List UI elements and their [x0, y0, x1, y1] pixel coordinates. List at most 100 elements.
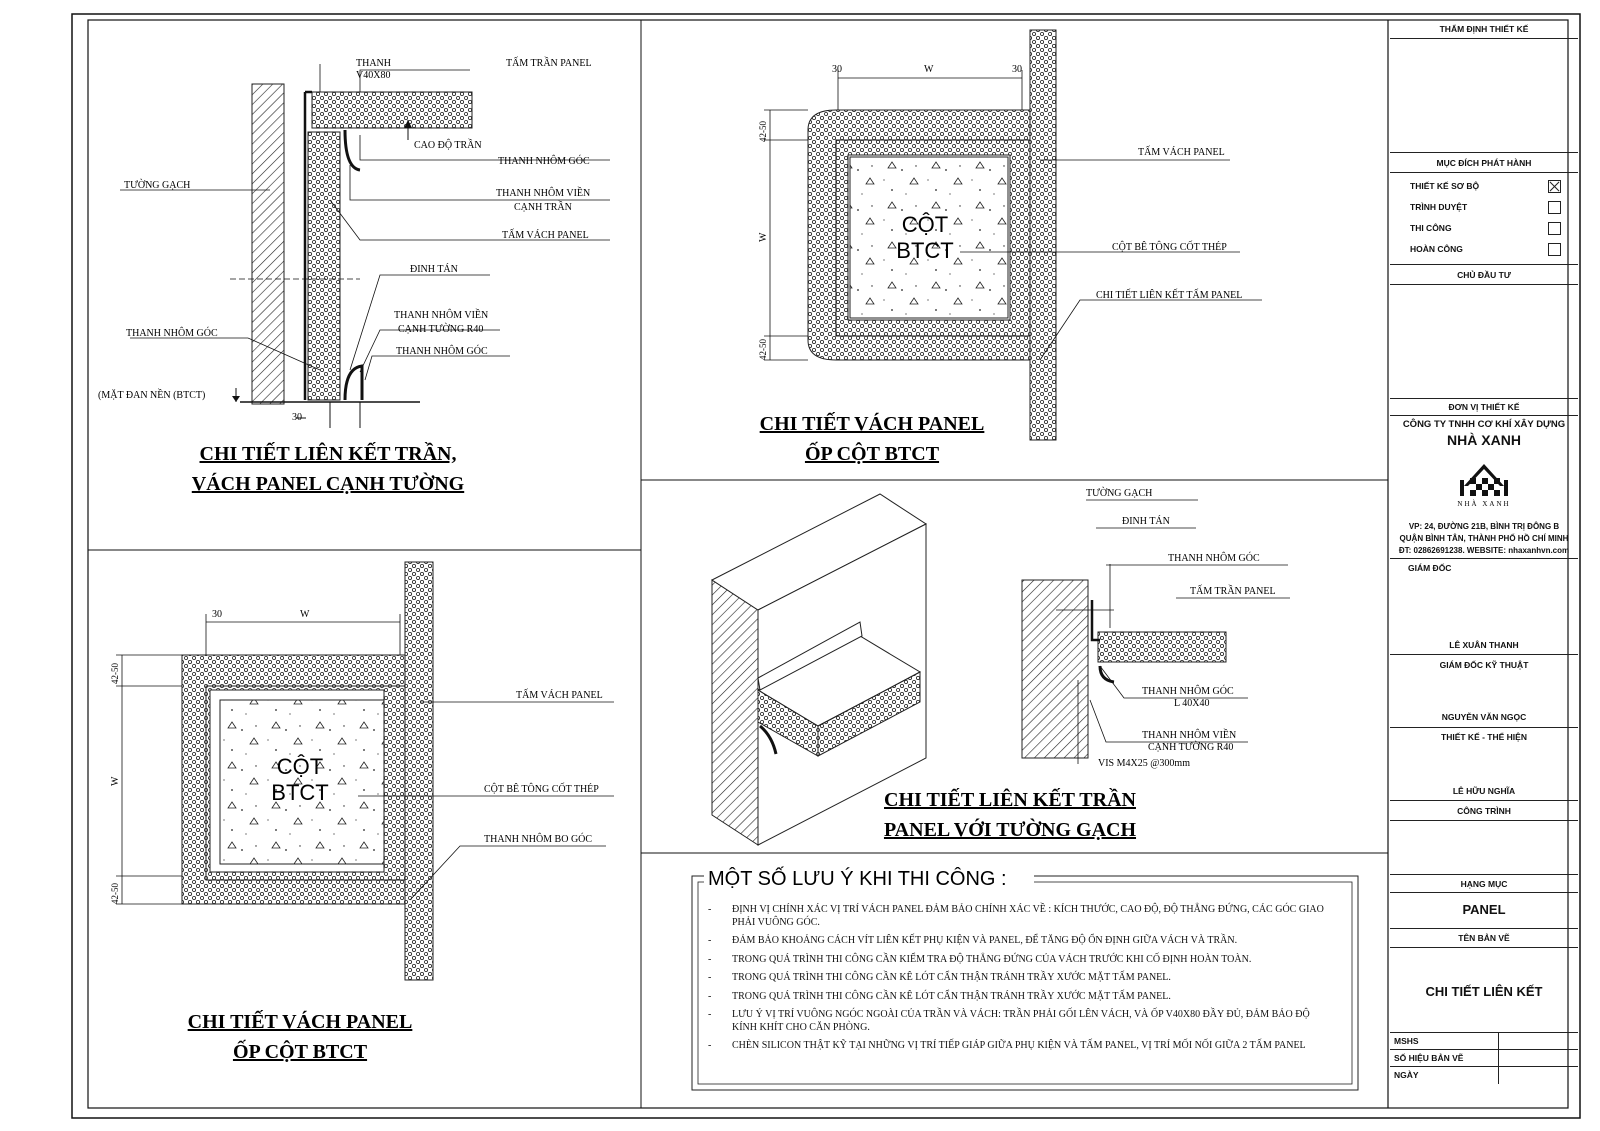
label-cot-3: CỘT — [277, 754, 323, 779]
section-ceiling-panel — [1097, 631, 1227, 663]
notes-heading: MỘT SỐ LƯU Ý KHI THI CÔNG : — [708, 866, 1007, 890]
label-thanh-nhom-vien-4: THANH NHÔM VIỀN — [1142, 728, 1236, 741]
dim-42-50-bottom-3: 42-50 — [110, 883, 120, 904]
dim-w-3: W — [300, 609, 310, 620]
tb-address-1: VP: 24, ĐƯỜNG 21B, BÌNH TRỊ ĐÔNG B — [1408, 522, 1560, 531]
detail-2-title-line2: ỐP CỘT BTCT — [805, 441, 940, 465]
tb-company-line2: NHÀ XANH — [1447, 432, 1521, 448]
detail-3-title-line2: ỐP CỘT BTCT — [233, 1039, 368, 1063]
column-wall-3 — [404, 561, 434, 981]
label-l40x40: L 40X40 — [1174, 698, 1209, 709]
label-tam-vach-panel-2: TẤM VÁCH PANEL — [1138, 145, 1225, 158]
tb-gd-ky-thuat: GIÁM ĐỐC KỸ THUẬT — [1439, 660, 1529, 670]
label-tam-tran-panel-4: TẤM TRẦN PANEL — [1190, 584, 1276, 597]
concrete-column-3 — [219, 699, 385, 865]
tb-cong-trinh: CÔNG TRÌNH — [1457, 806, 1511, 816]
tb-ten-ban-ve-value: CHI TIẾT LIÊN KẾT — [1425, 984, 1543, 999]
label-mat-dan-nen: (MẶT ĐAN NỀN (BTCT) — [98, 388, 205, 401]
label-vis: VIS M4X25 @300mm — [1098, 758, 1190, 769]
label-v40x80: V40X80 — [356, 70, 390, 81]
tb-hang-muc-value: PANEL — [1462, 902, 1506, 917]
tb-mshs: MSHS — [1394, 1036, 1419, 1046]
detail-1-title-line2: VÁCH PANEL CẠNH TƯỜNG — [192, 471, 465, 495]
note-item: ĐỊNH VỊ CHÍNH XÁC VỊ TRÍ VÁCH PANEL ĐẢM … — [694, 904, 1324, 929]
label-cot-be-tong-3: CỘT BÊ TÔNG CỐT THÉP — [484, 782, 599, 795]
dim-42-50-top-2: 42-50 — [758, 121, 768, 142]
detail-4-section-drawing — [1021, 499, 1290, 764]
label-tuong-gach-4: TƯỜNG GẠCH — [1086, 487, 1152, 499]
option-label: THI CÔNG — [1410, 223, 1452, 233]
column-wall-2 — [1029, 29, 1057, 441]
label-thanh-nhom-goc-left: THANH NHÔM GÓC — [126, 327, 218, 339]
detail-3-drawing — [116, 561, 614, 981]
brick-wall — [251, 83, 285, 405]
tb-hang-muc: HẠNG MỤC — [1460, 879, 1508, 889]
option-checkbox-trinh-duyet[interactable] — [1548, 201, 1561, 214]
option-label: THIẾT KẾ SƠ BỘ — [1410, 181, 1480, 191]
label-dinh-tan-4: ĐINH TÁN — [1122, 515, 1170, 527]
label-thanh: THANH — [356, 58, 391, 69]
tb-chu-dau-tu: CHỦ ĐẦU TƯ — [1457, 270, 1511, 280]
detail-4-title-line2: PANEL VỚI TƯỜNG GẠCH — [884, 817, 1137, 841]
label-thanh-nhom-goc-4b: THANH NHÔM GÓC — [1142, 685, 1234, 697]
detail-1-title-line1: CHI TIẾT LIÊN KẾT TRẦN, — [200, 441, 457, 465]
outer-frame — [71, 13, 1581, 1119]
dim-30-right-2: 30 — [1012, 64, 1022, 75]
label-canh-tuong-r40-1: CẠNH TƯỜNG R40 — [398, 323, 483, 335]
label-tam-vach-panel-1: TẤM VÁCH PANEL — [502, 228, 589, 241]
detail-3-title-line1: CHI TIẾT VÁCH PANEL — [188, 1009, 413, 1033]
detail-4-title-line1: CHI TIẾT LIÊN KẾT TRẦN — [884, 787, 1137, 811]
label-canh-tuong-r40-4: CẠNH TƯỜNG R40 — [1148, 741, 1233, 753]
concrete-column-2 — [849, 156, 1009, 319]
dim-30-left-2: 30 — [832, 64, 842, 75]
label-thanh-nhom-goc-top: THANH NHÔM GÓC — [498, 155, 590, 167]
tb-giam-doc-name: LÊ XUÂN THANH — [1449, 640, 1519, 650]
note-item: LƯU Ý VỊ TRÍ VUÔNG NGÓC NGOÀI CỦA TRẦN V… — [694, 1009, 1324, 1034]
tb-address-2: QUẬN BÌNH TÂN, THÀNH PHỐ HỒ CHÍ MINH — [1399, 534, 1569, 543]
panel-wrap-2 — [807, 109, 1031, 361]
label-thanh-nhom-vien-2: THANH NHÔM VIỀN — [394, 308, 488, 321]
ceiling-panel — [311, 91, 473, 129]
tb-gd-ky-thuat-name: NGUYỄN VĂN NGỌC — [1441, 712, 1527, 722]
label-tuong-gach-1: TƯỜNG GẠCH — [124, 179, 190, 191]
option-checkbox-thiet-ke-so-bo[interactable] — [1548, 180, 1561, 193]
label-thanh-nhom-bo-goc: THANH NHÔM BO GÓC — [484, 833, 592, 845]
tb-tham-dinh: THẨM ĐỊNH THIẾT KẾ — [1439, 24, 1529, 34]
tb-company-line1: CÔNG TY TNHH CƠ KHÍ XÂY DỰNG — [1402, 419, 1566, 430]
option-label: TRÌNH DUYỆT — [1410, 202, 1468, 212]
notes-list: ĐỊNH VỊ CHÍNH XÁC VỊ TRÍ VÁCH PANEL ĐẢM … — [694, 904, 1324, 1059]
detail-1-drawing — [120, 64, 610, 428]
detail-4-iso-drawing — [711, 493, 927, 846]
option-checkbox-thi-cong[interactable] — [1548, 222, 1561, 235]
dim-w-2: W — [924, 64, 934, 75]
label-thanh-nhom-vien-1: THANH NHÔM VIỀN — [496, 186, 590, 199]
note-item: TRONG QUÁ TRÌNH THI CÔNG CẦN KÊ LÓT CẨN … — [694, 972, 1324, 985]
logo-text: NHÀ XANH — [1457, 500, 1510, 508]
label-thanh-nhom-goc-bottom: THANH NHÔM GÓC — [396, 345, 488, 357]
dim-42-50-top-3: 42-50 — [110, 663, 120, 684]
option-label: HOÀN CÔNG — [1410, 244, 1463, 254]
dim-42-50-bottom-2: 42-50 — [758, 339, 768, 360]
dim-30-1: 30 — [292, 412, 302, 423]
tb-thiet-ke: THIẾT KẾ - THỂ HIỆN — [1441, 732, 1527, 742]
option-checkbox-hoan-cong[interactable] — [1548, 243, 1561, 256]
note-item: TRONG QUÁ TRÌNH THI CÔNG CẦN KIỂM TRA ĐỘ… — [694, 954, 1324, 967]
tb-ten-ban-ve: TÊN BẢN VẼ — [1458, 933, 1510, 943]
note-item: ĐẢM BẢO KHOẢNG CÁCH VÍT LIÊN KẾT PHỤ KIỆ… — [694, 935, 1324, 948]
tb-giam-doc: GIÁM ĐỐC — [1408, 563, 1452, 573]
dim-30-3: 30 — [212, 609, 222, 620]
tb-don-vi: ĐƠN VỊ THIẾT KẾ — [1448, 402, 1520, 412]
label-canh-tran: CẠNH TRẦN — [514, 200, 572, 213]
label-cot-be-tong-2: CỘT BÊ TÔNG CỐT THÉP — [1112, 240, 1227, 253]
tb-contact: ĐT: 02862691238. WEBSITE: nhaxanhvn.com — [1398, 546, 1570, 555]
note-item: CHÈN SILICON THẬT KỸ TẠI NHỮNG VỊ TRÍ TI… — [694, 1040, 1324, 1053]
panel-wrap-3 — [181, 654, 406, 905]
tb-ngay: NGÀY — [1394, 1070, 1419, 1080]
label-thanh-nhom-goc-4: THANH NHÔM GÓC — [1168, 552, 1260, 564]
label-cao-do-tran: CAO ĐỘ TRẦN — [414, 138, 482, 151]
label-chi-tiet-lien-ket-2: CHI TIẾT LIÊN KẾT TẤM PANEL — [1096, 288, 1242, 301]
title-block: THẨM ĐỊNH THIẾT KẾ MỤC ĐÍCH PHÁT HÀNH TH… — [1390, 22, 1578, 1112]
label-btct-3: BTCT — [271, 780, 328, 805]
dim-w-vertical-2: W — [758, 232, 769, 242]
